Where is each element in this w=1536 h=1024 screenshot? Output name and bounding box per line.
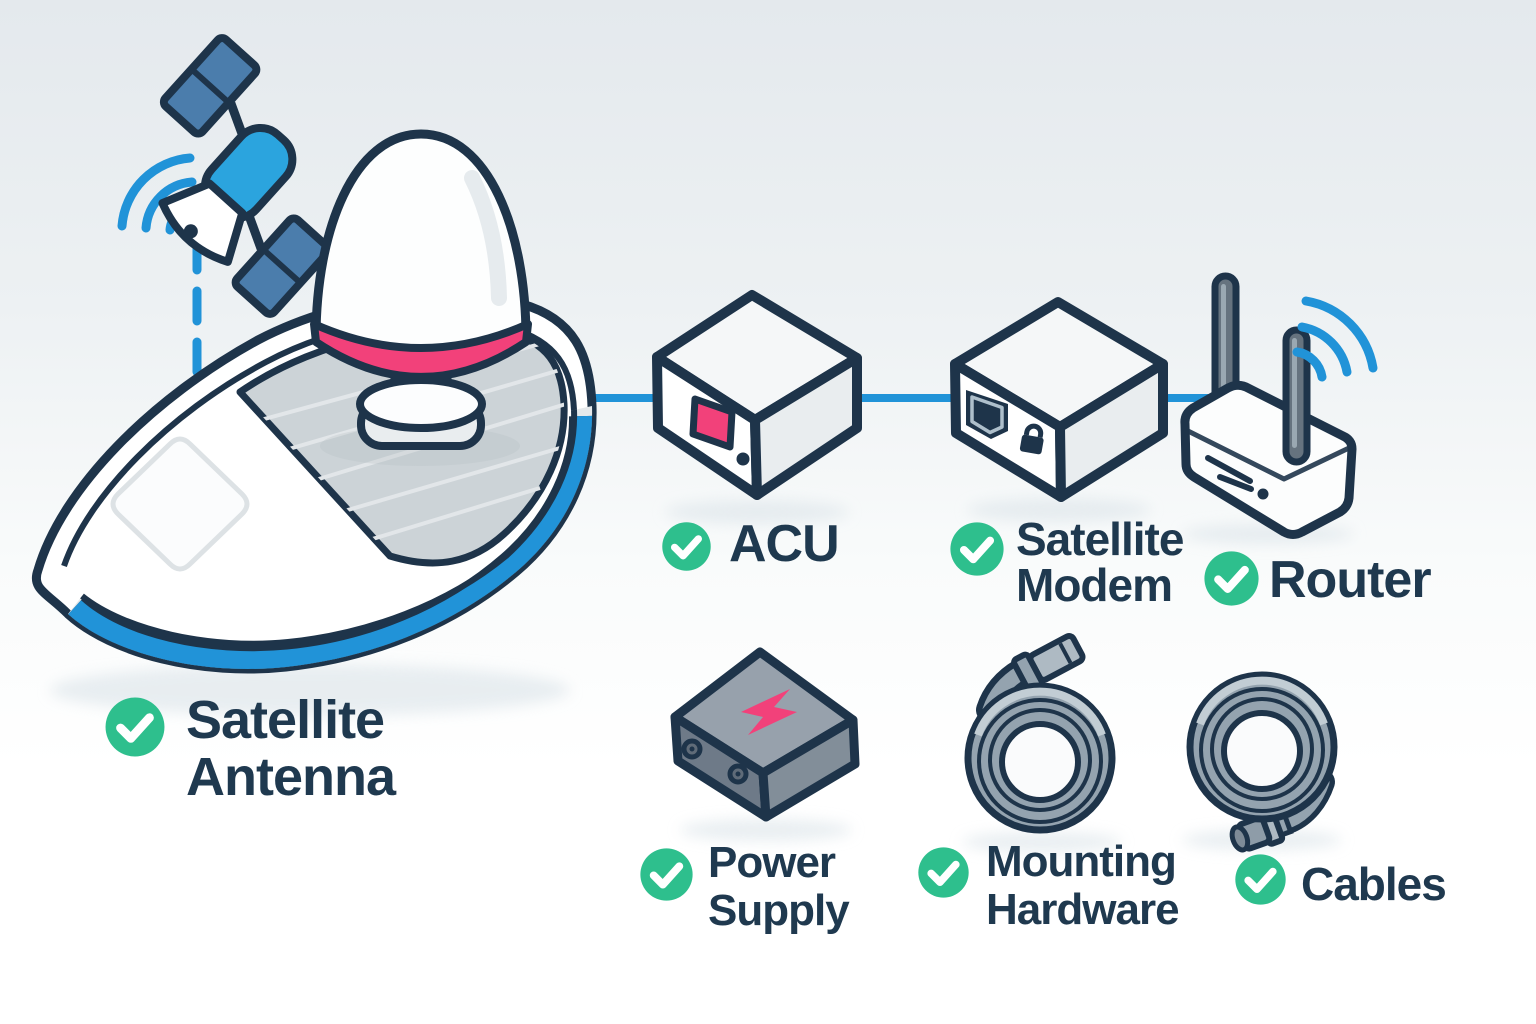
dome-band [310, 320, 532, 381]
cable-coil [1186, 671, 1338, 853]
item-label-satellite-modem: Satellite Modem [949, 516, 1184, 608]
item-label-text: Mounting Hardware [986, 837, 1180, 934]
check-icon [105, 697, 165, 757]
item-label-text: Satellite Antenna [186, 690, 396, 807]
check-icon [950, 522, 1004, 576]
item-label-router: Router [1203, 550, 1432, 609]
radome-antenna [310, 129, 532, 466]
bow-hatch [110, 436, 250, 572]
acu-box [652, 290, 862, 500]
check-icon [662, 522, 711, 571]
check-icon [918, 847, 969, 898]
wifi-router [1180, 272, 1378, 539]
item-label-satellite-antenna: Satellite Antenna [104, 692, 396, 806]
check-icon [1235, 854, 1286, 905]
check-icon [640, 848, 693, 901]
mounting-hardware-coil [964, 633, 1116, 834]
wifi-waves-icon [1292, 296, 1378, 382]
router-led [1257, 488, 1269, 500]
item-label-text: Cables [1301, 858, 1447, 910]
acu-led [736, 452, 750, 466]
acu-button [689, 395, 736, 451]
check-icon [1204, 551, 1259, 606]
item-label-acu: ACU [661, 515, 840, 573]
lightning-bolt-icon [741, 689, 797, 735]
item-label-text: Router [1269, 551, 1432, 609]
dome-highlight [464, 170, 507, 306]
hull-stripe [63, 415, 593, 670]
item-label-text: Power Supply [708, 838, 850, 935]
satellite-icon [158, 34, 333, 318]
waterline [80, 409, 578, 647]
modem-port [966, 390, 1008, 439]
item-label-mounting-hardware: Mounting Hardware [917, 838, 1180, 934]
item-label-text: ACU [729, 515, 840, 573]
item-label-text: Satellite Modem [1016, 513, 1184, 611]
item-label-power-supply: Power Supply [639, 839, 850, 935]
lock-icon [1019, 423, 1044, 455]
item-label-cables: Cables [1234, 853, 1447, 910]
router-vents [1205, 455, 1254, 492]
satellite-modem-box [950, 297, 1168, 502]
power-supply-box [670, 647, 860, 822]
